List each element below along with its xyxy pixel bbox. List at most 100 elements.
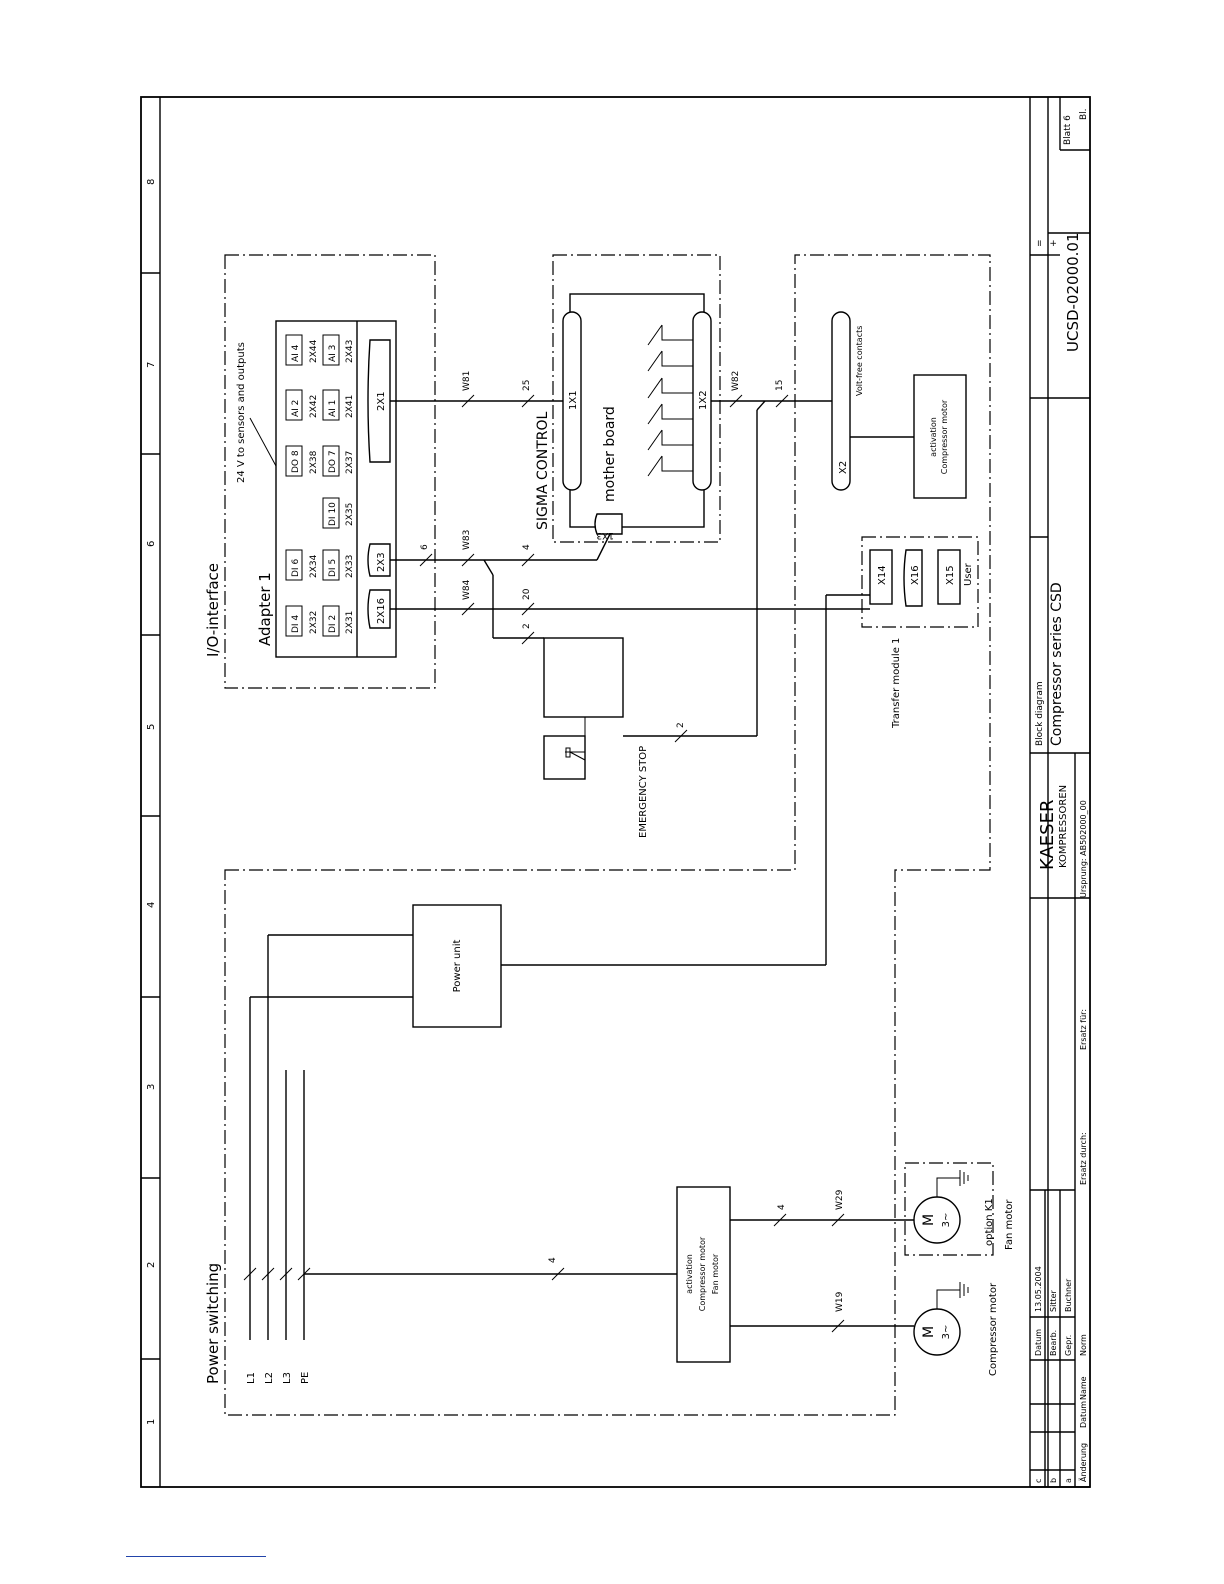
cable-label: 4 (548, 1257, 558, 1263)
adapter-module-top: AI 4 (291, 344, 301, 362)
adapter-module-bot: DI 2 (328, 615, 338, 633)
title-block: KAESER KOMPRESSOREN Ursprung: AB502000_0… (1030, 97, 1090, 1488)
sheet-number: Blatt 6 (1063, 115, 1073, 145)
origin: Ursprung: AB502000_00 (1079, 800, 1088, 898)
rev-letter: a (1064, 1478, 1073, 1483)
mother-board-label: mother board (602, 406, 618, 502)
datum2-label: Datum (1079, 1401, 1088, 1428)
gepr-value: Buchner (1064, 1278, 1073, 1312)
adapter-module-sub: 2X31 (345, 611, 355, 634)
wire-label: L3 (282, 1372, 293, 1384)
sigma-control-label: SIGMA CONTROL (535, 411, 551, 530)
name-label: Name (1079, 1376, 1088, 1400)
activation-box: activation Compressor motor Fan motor (676, 1186, 731, 1363)
power-unit: Power unit (412, 904, 502, 1028)
connector-2x16: 2X16 (376, 598, 387, 624)
adapter-module-mid: 2X38 (309, 450, 319, 474)
cable-label: W29 (835, 1189, 845, 1210)
wire-label: L2 (264, 1372, 275, 1384)
adapter-module-mid: 2X42 (309, 395, 319, 418)
drawing-title: Compressor series CSD (1049, 582, 1065, 746)
drawing-type: Block diagram (1035, 681, 1045, 746)
adapter-module-mid: 2X34 (309, 554, 319, 578)
drawing-number: UCSD-02000.01 (1064, 232, 1082, 352)
adapter-module-mid: 2X44 (309, 339, 319, 363)
compressor-motor-label: Compressor motor (988, 1282, 999, 1376)
connector-1x2: 1X2 (698, 390, 709, 410)
company-name: KAESER (1037, 800, 1058, 870)
datum-label: Datum (1034, 1329, 1043, 1356)
company-sub: KOMPRESSOREN (1058, 785, 1069, 868)
adapter-module-sub: 2X33 (345, 555, 355, 578)
cable-label: 6 (420, 544, 430, 550)
wire-label: L1 (246, 1372, 257, 1384)
connector-2x1: 2X1 (376, 391, 387, 411)
column-number: 8 (146, 179, 157, 185)
connector-1x3: 1X3 (596, 530, 614, 540)
column-number: 2 (146, 1262, 157, 1268)
cable-label: 25 (522, 380, 532, 391)
norm-label: Norm (1079, 1334, 1088, 1356)
eq-sign: = (1035, 239, 1045, 247)
wires (249, 400, 914, 1340)
adapter-module-bot: DI 5 (328, 559, 338, 577)
mother-board: 1X1 1X2 1X3 (562, 293, 712, 540)
bearb-value: Sitter (1049, 1290, 1058, 1312)
adapter-module-sub: 2X43 (345, 340, 355, 363)
adapter-module-top: AI 2 (291, 400, 301, 417)
activation-line: Fan motor (711, 1253, 720, 1294)
enclosures (224, 254, 994, 1416)
connector-2x3: 2X3 (376, 552, 387, 572)
column-number: 4 (146, 902, 157, 908)
power-switching-label: Power switching (204, 1263, 222, 1384)
connector-x14: X14 (877, 565, 888, 585)
adapter-module-top: DI 6 (291, 559, 301, 577)
activation-line: activation (685, 1254, 694, 1294)
cable-label: 4 (522, 544, 532, 550)
emergency-stop-label: EMERGENCY STOP (638, 746, 649, 838)
column-number: 1 (146, 1419, 157, 1425)
ersatz-durch: Ersatz durch: (1079, 1132, 1088, 1185)
fan-motor-label: Fan motor (1004, 1199, 1015, 1250)
user-label: User (963, 562, 974, 586)
sheet-bl: Bl. (1079, 108, 1089, 120)
cable-label: 2 (522, 623, 532, 629)
emergency-stop (543, 637, 624, 780)
cable-label: 4 (777, 1204, 787, 1210)
adapter-module-sub: 2X41 (345, 395, 355, 418)
connector-x2: X2 (838, 461, 849, 474)
connector-1x1: 1X1 (568, 390, 579, 410)
io-interface-label: I/O-interface (204, 563, 222, 657)
aenderung-label: Änderung (1078, 1443, 1088, 1482)
plus-sign: + (1049, 239, 1059, 247)
adapter-module-sub: 2X35 (345, 503, 355, 526)
motor-m: M (921, 1214, 937, 1226)
transfer-module-label: Transfer module 1 (891, 638, 902, 729)
cable-label: W83 (462, 530, 472, 550)
gepr-label: Gepr. (1064, 1335, 1073, 1356)
cable-label: W82 (731, 371, 741, 391)
volt-free-block: X2 activation Compressor motor (831, 311, 967, 499)
connector-x15: X15 (945, 565, 956, 585)
adapter-module-top: DO 8 (291, 450, 301, 473)
motor-phase: 3~ (941, 1325, 952, 1340)
rev-letter: b (1049, 1478, 1058, 1483)
wire-label: PE (300, 1372, 311, 1384)
power-unit-label: Power unit (452, 940, 463, 993)
column-number: 3 (146, 1084, 157, 1090)
cable-label: 15 (775, 380, 785, 391)
datum-value: 13.05.2004 (1034, 1266, 1043, 1312)
activation2-line: Compressor motor (940, 399, 949, 474)
adapter-module-bot: DI 10 (328, 502, 338, 526)
adapter-module-sub: 2X37 (345, 451, 355, 474)
transfer-module: X14 X16 X15 User (869, 549, 974, 607)
connector-x16: X16 (910, 565, 921, 585)
ersatz-fuer: Ersatz für: (1079, 1009, 1088, 1050)
motor-phase: 3~ (941, 1213, 952, 1228)
adapter-module-bot: DO 7 (328, 450, 338, 473)
cable-label: 2 (676, 722, 686, 728)
column-number: 5 (146, 724, 157, 730)
column-number: 6 (146, 541, 157, 547)
adapter-module-top: DI 4 (291, 615, 301, 633)
